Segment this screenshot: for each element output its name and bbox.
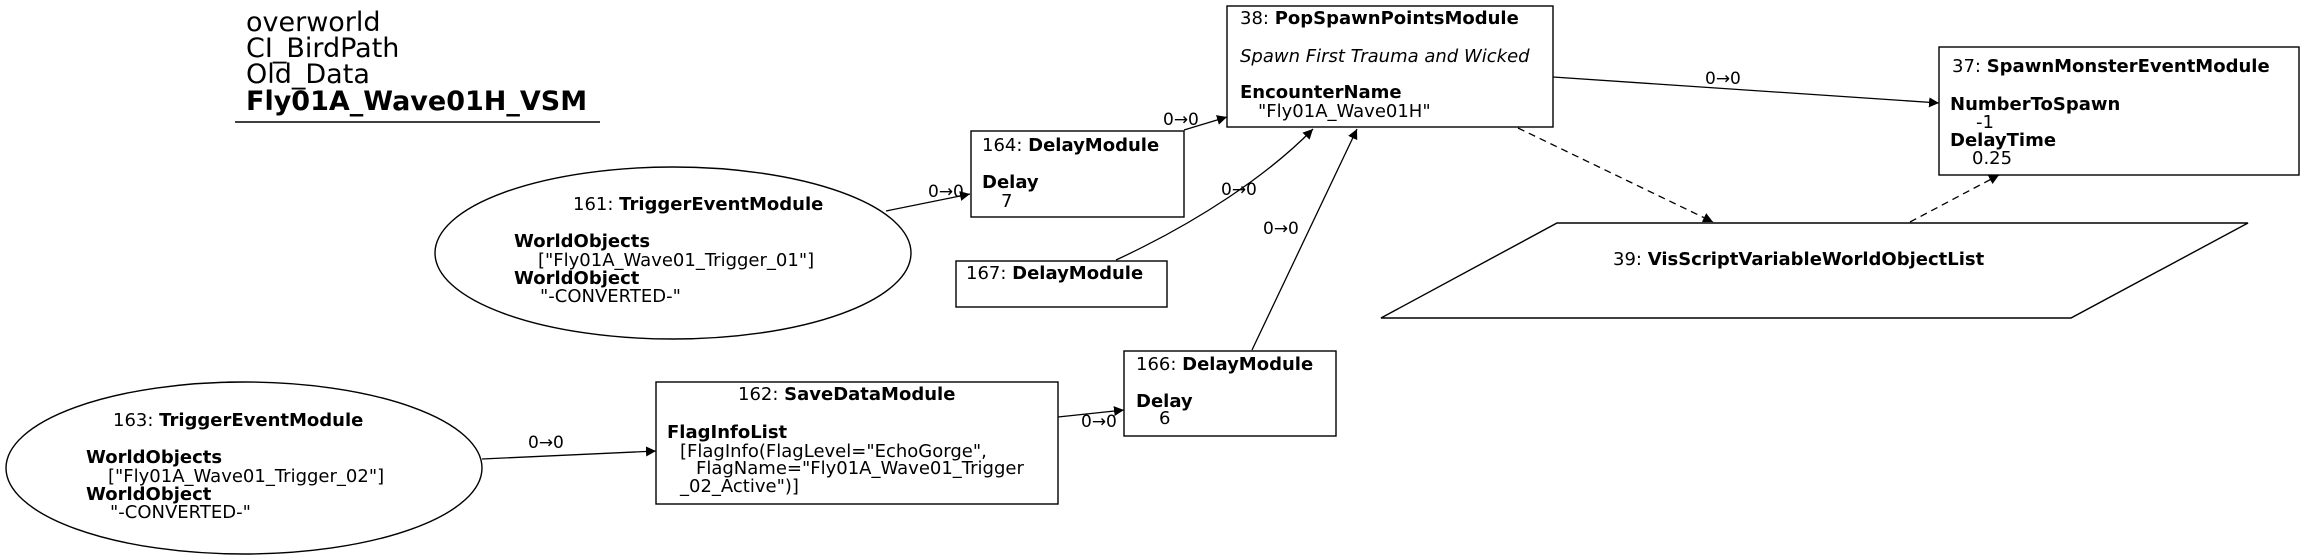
node-37-header: 37: SpawnMonsterEventModule: [1952, 56, 2270, 77]
node-166-param: Delay: [1136, 391, 1193, 412]
graph-title: overworld CI_BirdPath Old_Data Fly01A_Wa…: [235, 7, 600, 123]
node-166-box: [1123, 350, 1337, 437]
edge-164-to-38: [1183, 115, 1228, 131]
node-161-param-1: WorldObjects: [514, 231, 650, 252]
node-164-param: Delay: [982, 172, 1039, 193]
node-38-box: [1226, 5, 1554, 128]
node-38-subtitle: Spawn First Trauma and Wicked: [1240, 46, 1530, 67]
node-163-value-1: ["Fly01A_Wave01_Trigger_02"]: [108, 466, 384, 487]
edge-label-163-162: 0→0: [528, 433, 564, 453]
edge-38-to-39-dashed: [1517, 127, 1714, 223]
node-161-header: 161: TriggerEventModule: [573, 194, 823, 215]
node-38-value: "Fly01A_Wave01H": [1258, 101, 1431, 122]
edge-label-164-38: 0→0: [1163, 110, 1199, 130]
edge-166-to-38: [1251, 128, 1358, 351]
title-line-2: CI_BirdPath: [246, 33, 399, 64]
node-161-ellipse: [434, 166, 912, 340]
node-162-param: FlagInfoList: [667, 422, 788, 443]
node-167-delay: 167: DelayModule: [955, 260, 1168, 308]
title-line-1: overworld: [246, 7, 381, 38]
node-166-delay: 166: DelayModule Delay 6: [1123, 350, 1337, 437]
node-37-param-1: NumberToSpawn: [1950, 94, 2120, 115]
edge-label-166-38: 0→0: [1263, 219, 1299, 239]
node-163-param-2: WorldObject: [86, 484, 212, 505]
node-37-value-2: 0.25: [1972, 148, 2012, 169]
node-162-value-line-1: [FlagInfo(FlagLevel="EchoGorge",: [680, 441, 987, 462]
edge-label-162-166: 0→0: [1081, 412, 1117, 432]
edge-label-38-37: 0→0: [1705, 69, 1741, 89]
node-37-value-1: -1: [1976, 112, 1994, 133]
node-166-value: 6: [1159, 408, 1170, 429]
edge-38-to-37: [1552, 76, 1940, 108]
node-37-box: [1938, 46, 2300, 176]
node-164-value: 7: [1001, 191, 1012, 212]
node-164-box: [970, 130, 1185, 218]
edge-167-to-38: [1115, 128, 1314, 261]
node-164-header: 164: DelayModule: [982, 135, 1159, 156]
node-37-spawn-monster-event: 37: SpawnMonsterEventModule NumberToSpaw…: [1938, 46, 2300, 176]
node-163-trigger-event: 163: TriggerEventModule WorldObjects ["F…: [5, 381, 483, 555]
title-line-3: Old_Data: [246, 59, 370, 90]
node-164-delay: 164: DelayModule Delay 7: [970, 130, 1185, 218]
node-39-world-object-list: 39: VisScriptVariableWorldObjectList: [1380, 222, 2249, 319]
node-38-pop-spawn-points: 38: PopSpawnPointsModule Spawn First Tra…: [1226, 5, 1554, 128]
title-bold-line: Fly01A_Wave01H_VSM: [246, 86, 587, 117]
node-167-box: [955, 260, 1168, 308]
node-163-ellipse: [5, 381, 483, 555]
node-167-header: 167: DelayModule: [966, 263, 1143, 284]
node-37-param-2: DelayTime: [1950, 130, 2056, 151]
node-161-trigger-event: 161: TriggerEventModule WorldObjects ["F…: [434, 166, 912, 340]
node-162-value-line-2: FlagName="Fly01A_Wave01_Trigger: [696, 458, 1024, 479]
node-39-header: 39: VisScriptVariableWorldObjectList: [1613, 249, 1985, 270]
edge-163-to-162: [481, 446, 657, 460]
edge-161-to-164: [885, 191, 971, 212]
node-162-save-data: 162: SaveDataModule FlagInfoList [FlagIn…: [655, 381, 1059, 505]
node-163-value-2: "-CONVERTED-": [110, 502, 251, 523]
node-163-header: 163: TriggerEventModule: [113, 410, 363, 431]
node-161-param-2: WorldObject: [514, 268, 640, 289]
node-163-param-1: WorldObjects: [86, 447, 222, 468]
node-162-box: [655, 381, 1059, 505]
node-39-parallelogram: [1380, 222, 2249, 319]
node-162-value-line-3: _02_Active")]: [679, 476, 799, 497]
edge-39-to-37-dashed: [1909, 174, 2000, 223]
node-162-header: 162: SaveDataModule: [738, 384, 955, 405]
edges: 0→0 0→0 0→0 0→0 0→0 0→0 0→0: [481, 69, 2000, 460]
edge-label-167-38: 0→0: [1221, 180, 1257, 200]
node-161-value-2: "-CONVERTED-": [540, 286, 681, 307]
edge-162-to-166: [1057, 406, 1125, 418]
node-38-param: EncounterName: [1240, 82, 1402, 103]
node-38-header: 38: PopSpawnPointsModule: [1240, 8, 1519, 29]
edge-label-161-164: 0→0: [928, 182, 964, 202]
node-161-value-1: ["Fly01A_Wave01_Trigger_01"]: [538, 250, 814, 271]
node-166-header: 166: DelayModule: [1136, 354, 1313, 375]
